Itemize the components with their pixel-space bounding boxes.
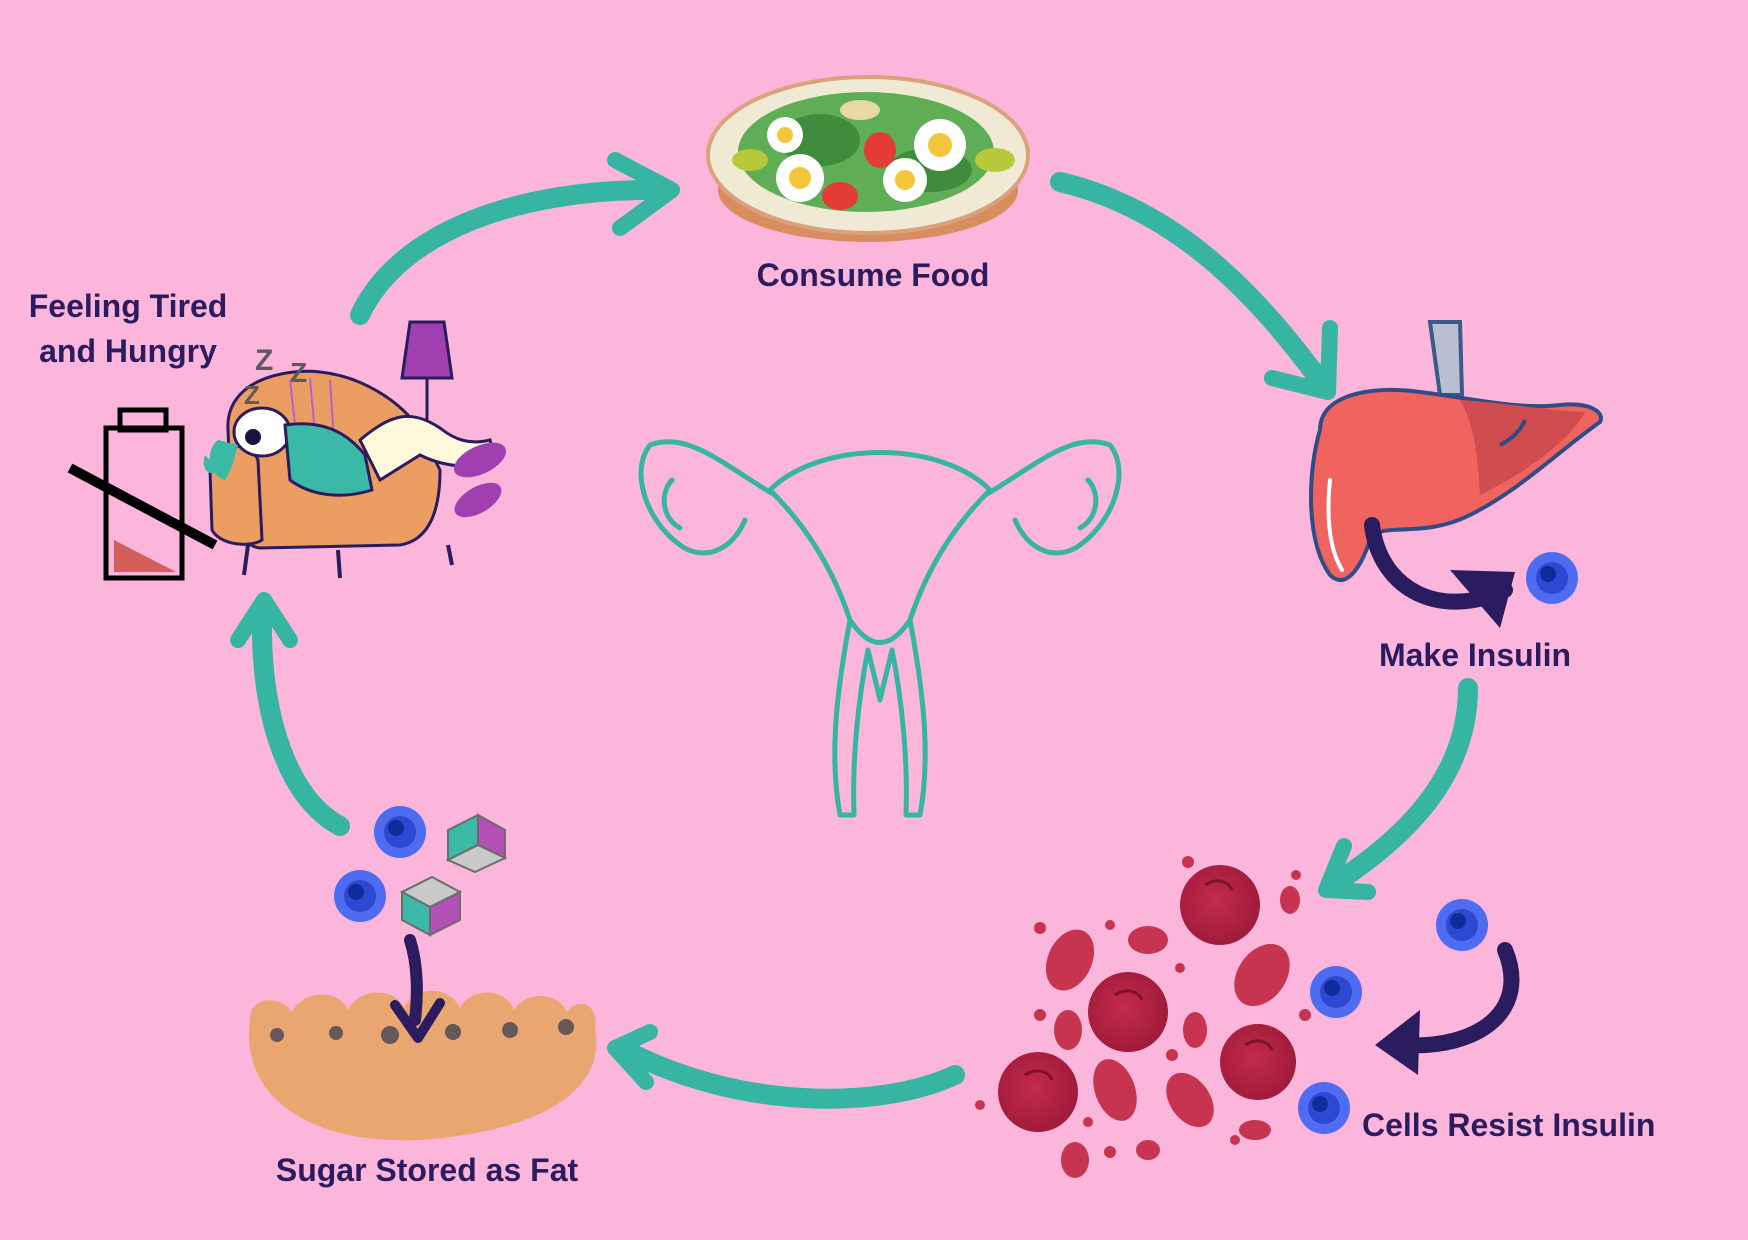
insulin-dot-icon [334,870,386,922]
down-arrow [390,934,445,1043]
sleep-z-1: Z [255,344,273,377]
label-make-insulin: Make Insulin [1378,637,1572,673]
cycle-arrows [230,152,1478,1109]
insulin-dot-icon [374,806,426,858]
salad-bowl-icon [706,75,1030,242]
insulin-dot-icon [1298,1082,1350,1134]
arrow-tired-to-food [350,152,680,325]
fat-tissue-icon [248,990,597,1141]
insulin-dots [334,552,1578,1134]
sugar-cube-icon [399,875,463,937]
low-battery-icon [67,407,218,581]
sugar-cube-icon [445,813,508,874]
sleeping-person-icon [203,320,507,579]
insulin-dot-icon [1436,899,1488,951]
arrow-resist-to-fat [607,1024,965,1109]
arrow-fat-to-tired [230,592,350,836]
arrow-insulin-to-resist [1318,678,1478,900]
sleep-z-2: Z [290,357,307,388]
label-feeling-tired-line1: Feeling Tired [28,288,228,324]
insulin-dot-icon [1526,552,1578,604]
uterus-icon [638,439,1122,818]
blood-cells-icon [975,856,1311,1178]
resist-arrow [1375,942,1520,1075]
liver-insulin-arrow [1364,517,1515,628]
label-consume-food: Consume Food [756,257,990,293]
label-feeling-tired-line2: and Hungry [39,333,217,369]
sleep-z-3: Z [244,380,260,410]
liver-icon [1309,320,1603,583]
arrow-food-to-insulin [1050,172,1338,400]
sleep-z-letters: Z Z Z [244,344,307,410]
label-sugar-stored-as-fat: Sugar Stored as Fat [275,1152,579,1188]
insulin-dot-icon [1310,966,1362,1018]
label-cells-resist-insulin: Cells Resist Insulin [1362,1107,1656,1143]
